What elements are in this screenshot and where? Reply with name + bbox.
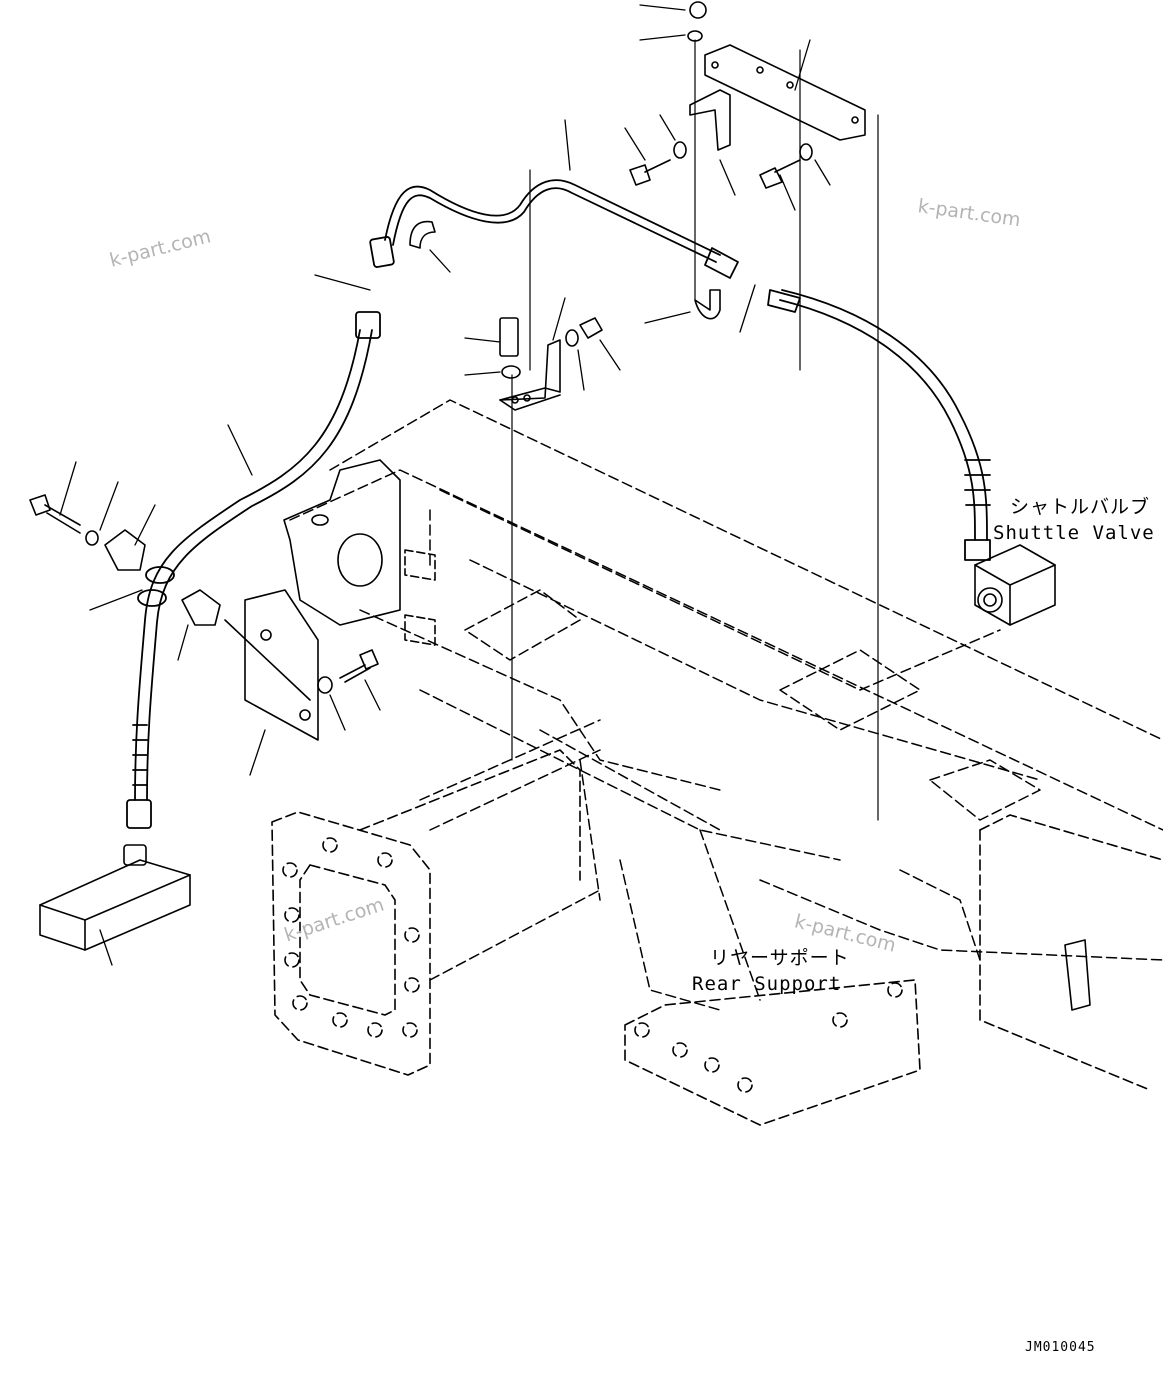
shuttle-valve-label-en: Shuttle Valve [993, 522, 1155, 544]
rear-support-flange [271, 749, 581, 1076]
steel-tube [369, 179, 739, 279]
rear-support-label-en: Rear Support [692, 973, 842, 995]
hydraulic-hose-left [126, 311, 381, 829]
assembly-guide-lines [511, 39, 879, 821]
rear-support-foot [624, 979, 921, 1126]
bolt-left [29, 494, 99, 546]
callout-leaders [59, 4, 831, 966]
rear-support-right-box [979, 814, 1163, 1091]
bracket-center [499, 317, 603, 411]
clamps [104, 529, 221, 626]
drawing-code: JM010045 [1025, 1340, 1096, 1355]
bracket-upper [629, 1, 866, 189]
shuttle-valve-label-jp: シャトルバルブ [1010, 496, 1151, 518]
grease-block [39, 844, 191, 951]
rear-support-label-jp: リヤーサポート [710, 947, 850, 969]
rear-support-frame [289, 399, 1163, 1011]
elbow-fittings [409, 220, 721, 320]
frame-bracket-left [283, 459, 436, 646]
shuttle-valve-block [974, 544, 1056, 626]
hydraulic-hose-right [767, 289, 991, 561]
bolt-cover [317, 649, 379, 694]
cover-plate [224, 589, 319, 741]
